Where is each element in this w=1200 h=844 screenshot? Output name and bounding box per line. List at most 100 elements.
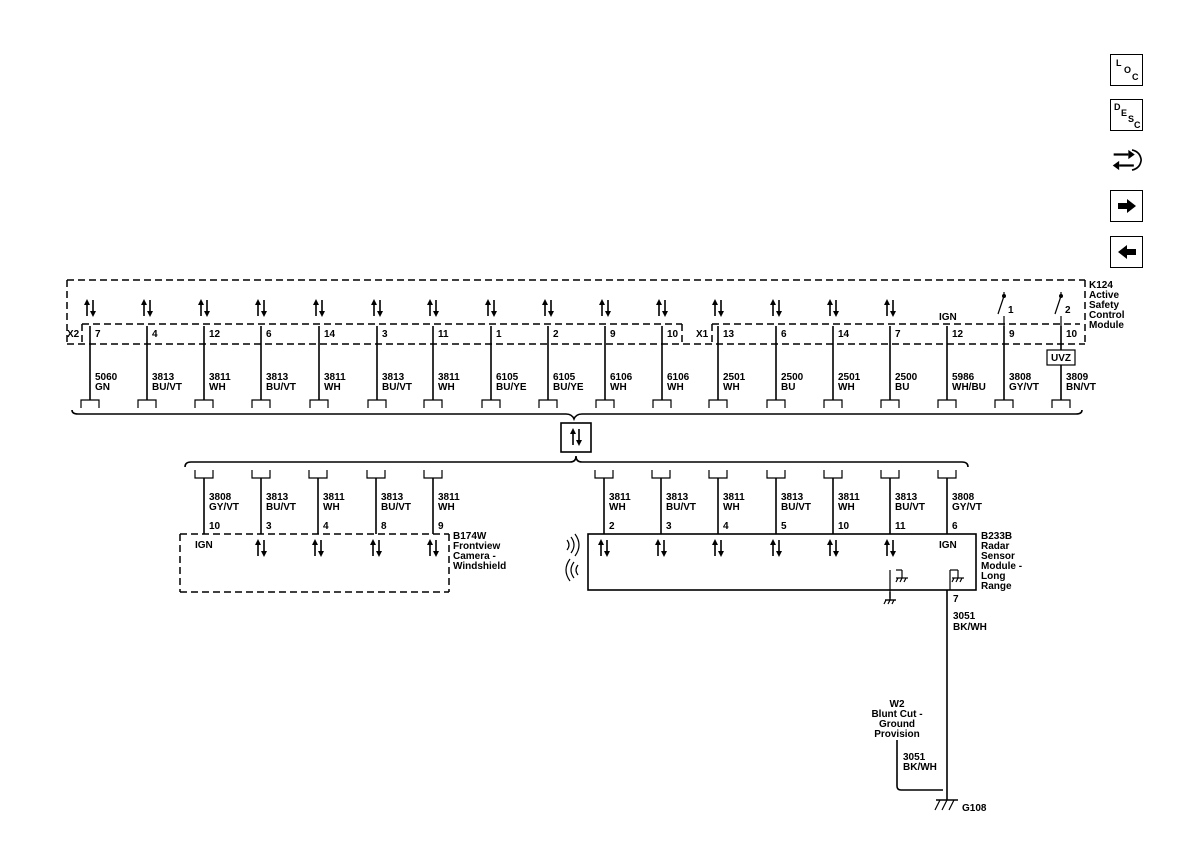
camera-circuit-number: 3811 xyxy=(323,492,345,503)
k124-wire-color: WH xyxy=(610,382,627,393)
connector-terminal xyxy=(880,470,900,479)
connector-terminal xyxy=(251,470,271,479)
radar-wire-color: WH xyxy=(723,502,740,513)
bidirectional-arrow-icon xyxy=(426,538,440,558)
radar-wire-color: WH xyxy=(609,502,626,513)
diagnostic-connector-icon xyxy=(1112,149,1142,171)
k124-circuit-number: 5986 xyxy=(952,372,975,383)
bidirectional-arrow-icon xyxy=(484,298,498,318)
x2-label: X2 xyxy=(67,329,80,340)
radar-wire-color: BU/VT xyxy=(895,502,925,513)
diagnostic-connector-button[interactable] xyxy=(1110,143,1143,177)
bidirectional-arrow-icon xyxy=(83,298,97,318)
connector-terminal xyxy=(766,399,786,408)
radar-pin-number: 11 xyxy=(895,521,906,532)
connector-terminal xyxy=(823,470,843,479)
radar-outline xyxy=(587,533,977,591)
k124-circuit-number: 3811 xyxy=(209,372,231,383)
connector-terminal xyxy=(194,399,214,408)
x1-label: X1 xyxy=(696,329,709,340)
k124-pin-number: 14 xyxy=(324,329,336,340)
camera-ign-label: IGN xyxy=(195,540,213,551)
ground-circuit: 3051 xyxy=(953,611,976,622)
k124-wire-color: BU xyxy=(895,382,909,393)
camera-wire-color: GY/VT xyxy=(209,502,239,513)
k124-pin-number: 9 xyxy=(1009,329,1015,340)
k124-wire-color: BU xyxy=(781,382,795,393)
radar-circuit-number: 3811 xyxy=(838,492,860,503)
splice-circuit: 3051 xyxy=(903,752,926,763)
connector-terminal xyxy=(652,399,672,408)
connector-terminal xyxy=(880,399,900,408)
connector-terminal xyxy=(594,470,614,479)
next-page-button[interactable] xyxy=(1110,190,1143,222)
switch-icon xyxy=(1054,295,1062,315)
bidirectional-arrow-icon xyxy=(598,298,612,318)
radar-internal-ground-1 xyxy=(895,569,908,583)
k124-pin-number: 4 xyxy=(152,329,158,340)
description-button[interactable]: D E S C xyxy=(1110,99,1143,131)
bidirectional-arrow-icon xyxy=(655,298,669,318)
k124-wire-color: WH xyxy=(438,382,455,393)
camera-wire-color: WH xyxy=(323,502,340,513)
k124-id: K124 xyxy=(1089,280,1113,291)
k124-wire-color: WH xyxy=(667,382,684,393)
radar-pin-number: 2 xyxy=(609,521,615,532)
connector-terminal xyxy=(708,399,728,408)
bidirectional-arrow-icon xyxy=(826,298,840,318)
k124-wire-color: WH xyxy=(838,382,855,393)
k124-pin-number: 10 xyxy=(1066,329,1078,340)
radar-pin-number: 4 xyxy=(723,521,729,532)
loc-letter-1: L xyxy=(1116,58,1122,68)
k124-wire-color: GY/VT xyxy=(1009,382,1039,393)
loc-letter-3: C xyxy=(1132,72,1139,82)
radar-receive-icon xyxy=(565,558,579,582)
bidirectional-arrow-icon xyxy=(140,298,154,318)
k124-pin-number: 12 xyxy=(209,329,221,340)
k124-circuit-number: 3811 xyxy=(438,372,460,383)
connector-terminal xyxy=(937,399,957,408)
bidirectional-arrow-icon xyxy=(312,298,326,318)
k124-wire-color: BU/YE xyxy=(553,382,584,393)
camera-wire-color: BU/VT xyxy=(266,502,296,513)
splice-join xyxy=(896,775,943,791)
k124-pin-number: 7 xyxy=(895,329,901,340)
k124-pin-number: 6 xyxy=(781,329,787,340)
connector-terminal xyxy=(823,399,843,408)
connector-terminal xyxy=(308,470,328,479)
radar-chassis-ground-icon xyxy=(883,591,897,605)
radar-wire-color: GY/VT xyxy=(952,502,982,513)
camera-circuit-number: 3813 xyxy=(381,492,404,503)
connector-terminal xyxy=(595,399,615,408)
bidirectional-arrow-icon xyxy=(370,298,384,318)
location-button[interactable]: L O C xyxy=(1110,54,1143,86)
k124-circuit-number: 2501 xyxy=(723,372,746,383)
connector-terminal xyxy=(366,470,386,479)
k124-circuit-number: 3813 xyxy=(266,372,289,383)
connector-terminal xyxy=(80,399,100,408)
connector-terminal xyxy=(708,470,728,479)
previous-page-button[interactable] xyxy=(1110,236,1143,268)
radar-ign-label: IGN xyxy=(939,540,957,551)
switch-number: 1 xyxy=(1008,305,1014,316)
bidirectional-arrow-icon xyxy=(883,538,897,558)
